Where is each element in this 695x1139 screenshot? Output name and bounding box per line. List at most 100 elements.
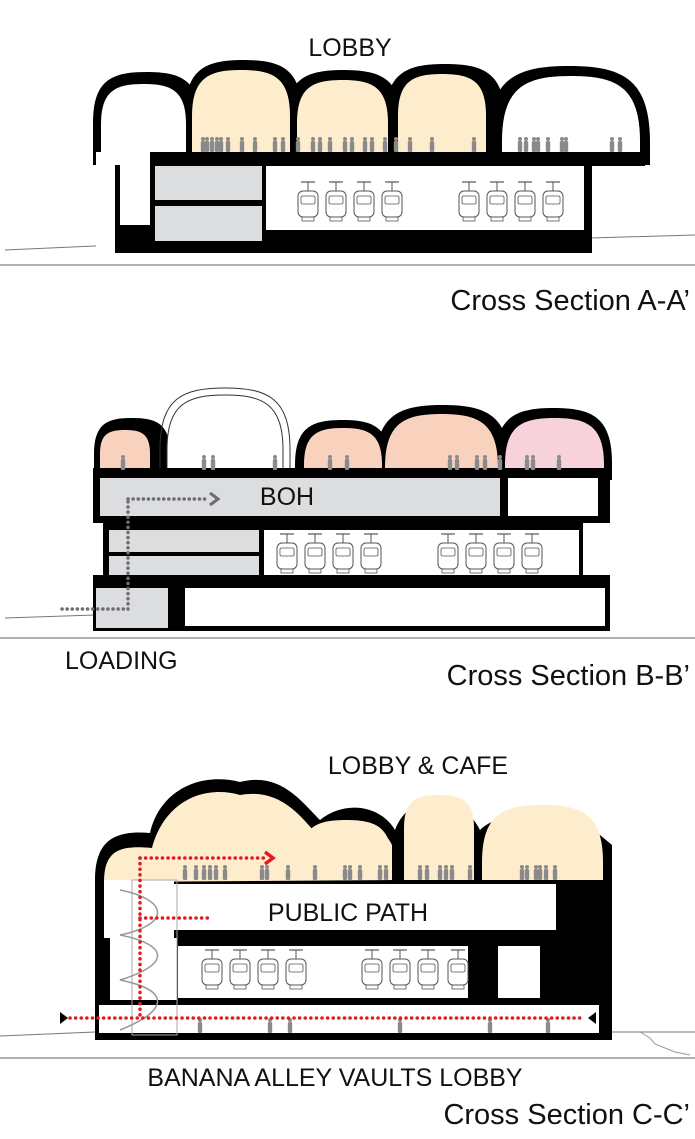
- train-bogie: [469, 568, 483, 574]
- glass-dome-outline: [159, 387, 291, 476]
- person-head: [448, 455, 452, 459]
- person-head: [532, 137, 536, 141]
- person-body: [447, 459, 453, 470]
- slab: [95, 1000, 600, 1005]
- person-icon: [295, 137, 301, 152]
- lobby-vault: [482, 805, 603, 880]
- person-icon: [357, 865, 363, 880]
- person-head: [370, 137, 374, 141]
- vault-peach: [385, 414, 498, 470]
- person-head: [418, 865, 422, 869]
- person-head: [518, 137, 522, 141]
- person-head: [564, 137, 568, 141]
- train-icon: [276, 533, 298, 574]
- person-icon: [482, 455, 488, 470]
- stair-steps: [639, 1031, 691, 1056]
- person-head: [210, 137, 214, 141]
- person-head: [345, 455, 349, 459]
- person-body: [218, 141, 224, 152]
- person-head: [211, 455, 215, 459]
- person-head: [328, 455, 332, 459]
- train-window: [461, 195, 477, 205]
- train-window: [545, 195, 561, 205]
- person-icon: [531, 137, 537, 152]
- person-head: [455, 455, 459, 459]
- train-bogie: [462, 216, 476, 222]
- train-window: [392, 963, 408, 973]
- person-icon: [471, 137, 477, 152]
- person-icon: [200, 137, 206, 152]
- train-icon: [353, 181, 375, 222]
- wall: [475, 946, 495, 998]
- person-body: [201, 459, 207, 470]
- person-icon: [120, 455, 126, 470]
- person-head: [205, 137, 209, 141]
- person-body: [530, 459, 536, 470]
- person-body: [531, 141, 537, 152]
- person-body: [267, 1022, 273, 1033]
- person-icon: [429, 137, 435, 152]
- person-body: [342, 141, 348, 152]
- person-icon: [487, 1018, 493, 1033]
- person-head: [343, 865, 347, 869]
- person-body: [327, 459, 333, 470]
- train-bogie: [546, 216, 560, 222]
- train-window: [517, 195, 533, 205]
- person-icon: [535, 137, 541, 152]
- person-body: [280, 141, 286, 152]
- person-body: [537, 869, 543, 880]
- person-icon: [218, 137, 224, 152]
- person-icon: [517, 137, 523, 152]
- person-body: [533, 869, 539, 880]
- train-icon: [486, 181, 508, 222]
- train-icon: [542, 181, 564, 222]
- train-window: [468, 547, 484, 557]
- person-head: [438, 865, 442, 869]
- person-body: [252, 141, 258, 152]
- person-body: [552, 869, 558, 880]
- person-head: [525, 865, 529, 869]
- person-head: [430, 137, 434, 141]
- person-icon: [524, 455, 530, 470]
- train-window: [384, 195, 400, 205]
- train-icon: [417, 949, 439, 990]
- person-icon: [523, 137, 529, 152]
- train-bogie: [261, 984, 275, 990]
- train-icon: [297, 181, 319, 222]
- person-head: [553, 865, 557, 869]
- ground-line: [0, 1031, 96, 1037]
- train-window: [524, 547, 540, 557]
- person-icon: [317, 137, 323, 152]
- person-head: [208, 865, 212, 869]
- person-icon: [349, 137, 355, 152]
- train-bogie: [393, 984, 407, 990]
- train-icon: [257, 949, 279, 990]
- person-head: [273, 455, 277, 459]
- section-marker-right-icon: [588, 1012, 596, 1024]
- train-icon: [447, 949, 469, 990]
- lobby-vault: [297, 80, 388, 152]
- person-body: [443, 869, 449, 880]
- person-body: [200, 141, 206, 152]
- vault-pink: [505, 418, 604, 470]
- vault-peach: [100, 430, 150, 470]
- train-window: [279, 547, 295, 557]
- person-icon: [447, 455, 453, 470]
- person-head: [296, 137, 300, 141]
- train-icon: [304, 533, 326, 574]
- train-window: [232, 963, 248, 973]
- person-body: [310, 141, 316, 152]
- person-body: [214, 141, 220, 152]
- person-body: [285, 869, 291, 880]
- person-body: [120, 459, 126, 470]
- person-head: [348, 865, 352, 869]
- public-path-level: [170, 884, 556, 930]
- train-icon: [493, 533, 515, 574]
- person-body: [437, 869, 443, 880]
- person-head: [363, 137, 367, 141]
- person-head: [265, 865, 269, 869]
- person-head: [538, 865, 542, 869]
- person-body: [393, 141, 399, 152]
- train-icon: [332, 533, 354, 574]
- train-bogie: [329, 216, 343, 222]
